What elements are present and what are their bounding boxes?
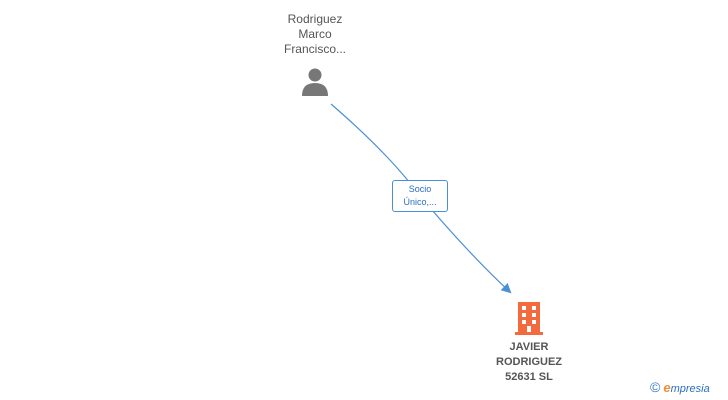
person-icon[interactable]	[300, 67, 330, 97]
person-name-line-1: Rodriguez	[287, 12, 343, 26]
relation-label-line-2: Único,...	[403, 197, 437, 207]
empresia-logo-text: mpresia	[670, 383, 710, 395]
company-name-line-2: RODRIGUEZ	[496, 356, 562, 368]
company-name: JAVIER RODRIGUEZ 52631 SL	[469, 340, 589, 385]
company-name-line-1: JAVIER	[509, 341, 549, 353]
company-node[interactable]: JAVIER RODRIGUEZ 52631 SL	[469, 300, 589, 385]
relation-label[interactable]: Socio Único,...	[392, 180, 448, 212]
relation-label-line-1: Socio	[408, 184, 432, 194]
copyright-icon: ©	[650, 379, 661, 395]
person-name-line-3: Francisco...	[283, 42, 346, 56]
building-icon[interactable]	[513, 300, 545, 336]
empresia-watermark: ©empresia	[650, 380, 710, 396]
company-name-line-3: 52631 SL	[505, 371, 553, 383]
person-name-line-2: Marco	[298, 27, 332, 41]
person-node[interactable]: Rodriguez Marco Francisco...	[255, 12, 375, 97]
empresia-logo-e: e	[663, 380, 671, 395]
